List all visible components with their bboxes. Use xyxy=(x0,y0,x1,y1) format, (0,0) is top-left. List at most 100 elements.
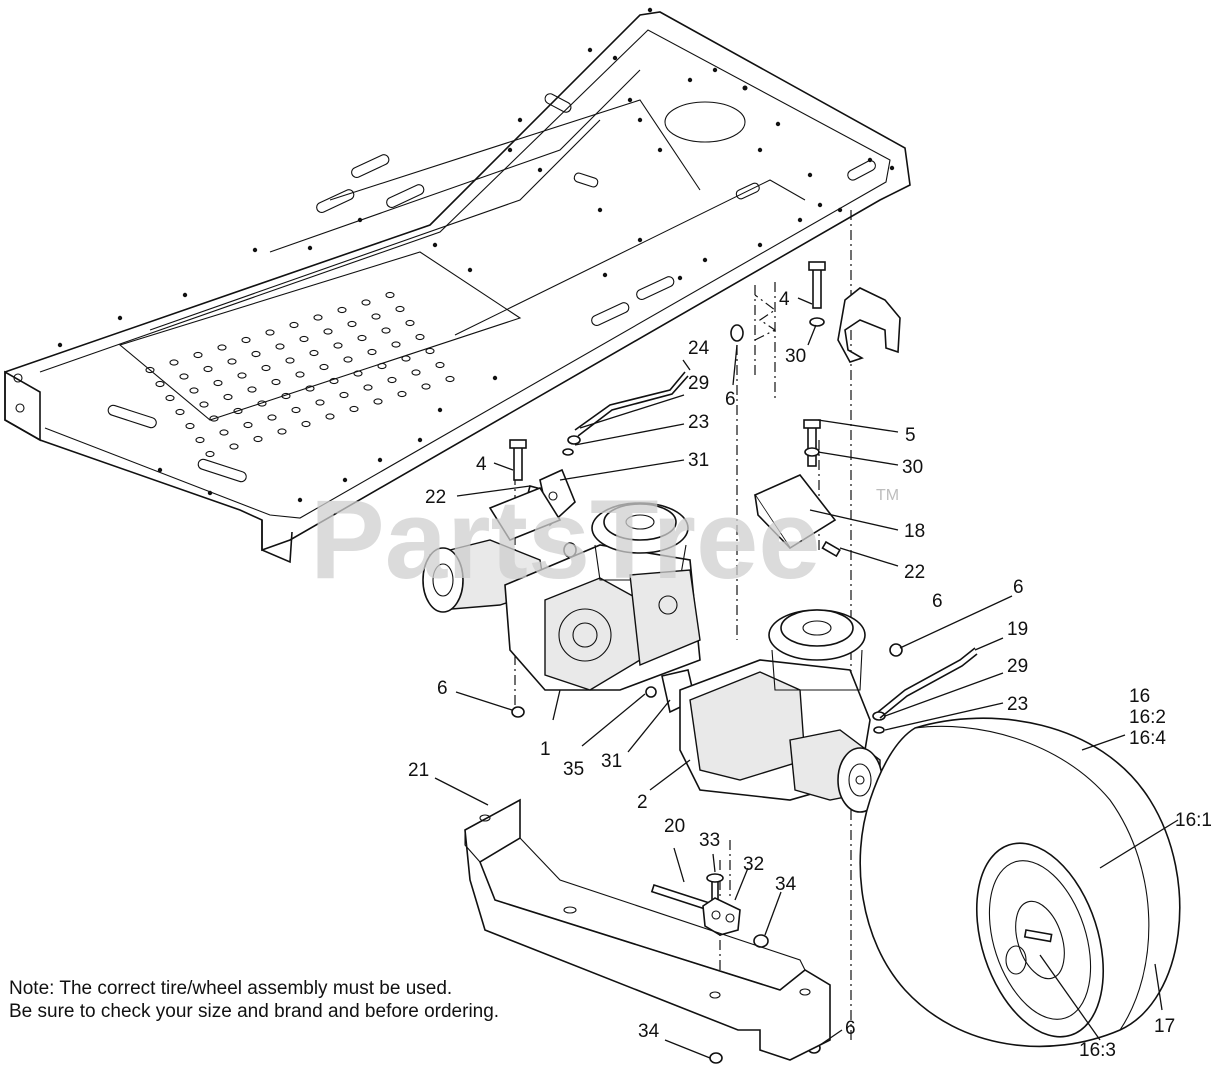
callout-label: 19 xyxy=(1007,619,1028,640)
perforation-hole xyxy=(213,379,223,387)
callout-label: 35 xyxy=(563,759,584,780)
floor-pan-perforations xyxy=(145,291,455,458)
perforation-hole xyxy=(435,361,445,369)
perforation-hole xyxy=(425,347,435,355)
perforation-hole xyxy=(175,408,185,416)
callout-label: 22 xyxy=(904,562,925,583)
perforation-hole xyxy=(385,291,395,299)
perforation-hole xyxy=(445,375,455,383)
perforation-hole xyxy=(329,377,339,385)
frame-holes xyxy=(57,7,895,503)
perforation-hole xyxy=(179,373,189,380)
perforation-hole xyxy=(203,365,213,373)
perforation-hole xyxy=(165,394,175,402)
perforation-hole xyxy=(349,405,359,413)
perforation-hole xyxy=(223,393,233,401)
perforation-hole xyxy=(199,401,209,408)
callout-label: 34 xyxy=(775,874,797,895)
perforation-hole xyxy=(247,386,257,393)
ordering-note: Note: The correct tire/wheel assembly mu… xyxy=(9,977,629,1023)
perforation-hole xyxy=(237,372,247,379)
callout-label: 16:4 xyxy=(1129,728,1166,749)
perforation-hole xyxy=(227,358,237,365)
perforation-hole xyxy=(357,334,367,342)
perforation-hole xyxy=(309,349,319,357)
perforation-hole xyxy=(367,348,377,356)
callout-label: 21 xyxy=(408,760,429,781)
transmission-right xyxy=(679,609,883,813)
callout-label: 23 xyxy=(1007,694,1028,715)
perforation-hole xyxy=(401,355,411,362)
callout-label: 6 xyxy=(437,678,448,699)
perforation-hole xyxy=(219,429,229,436)
perforation-hole xyxy=(267,414,277,421)
perforation-hole xyxy=(185,422,195,430)
callout-label: 2 xyxy=(637,792,648,813)
perforation-hole xyxy=(313,314,323,321)
perforation-hole xyxy=(305,385,315,392)
perforation-hole xyxy=(347,320,357,328)
perforation-hole xyxy=(209,415,219,422)
callout-label: 1 xyxy=(540,739,551,760)
callout-label: 24 xyxy=(688,338,710,359)
callout-label: 32 xyxy=(743,854,764,875)
perforation-hole xyxy=(323,328,333,335)
callout-label: 23 xyxy=(688,412,709,433)
perforation-hole xyxy=(271,378,281,386)
chassis-frame xyxy=(4,11,911,564)
perforation-hole xyxy=(315,399,325,406)
perforation-hole xyxy=(361,299,371,306)
perforation-hole xyxy=(373,398,383,405)
callout-label: 16:1 xyxy=(1175,810,1212,831)
perforation-hole xyxy=(217,344,227,351)
perforation-hole xyxy=(261,364,271,372)
perforation-hole xyxy=(343,356,353,363)
watermark-trademark: TM xyxy=(876,487,899,504)
perforation-hole xyxy=(291,406,301,414)
callout-label: 34 xyxy=(638,1021,660,1042)
perforation-hole xyxy=(371,313,381,320)
callout-label: 6 xyxy=(1013,577,1024,598)
perforation-hole xyxy=(405,319,415,327)
callout-label: 22 xyxy=(425,487,446,508)
callout-label: 16:3 xyxy=(1079,1040,1116,1061)
hardware-bolts xyxy=(509,261,1167,1064)
perforation-hole xyxy=(243,421,253,429)
callout-label: 6 xyxy=(725,389,736,410)
perforation-hole xyxy=(339,391,349,399)
brackets xyxy=(488,287,901,936)
callout-label: 4 xyxy=(779,289,790,310)
perforation-hole xyxy=(155,380,165,388)
perforation-hole xyxy=(257,400,267,407)
perforation-hole xyxy=(319,363,329,371)
perforation-hole xyxy=(169,359,179,366)
callout-label: 5 xyxy=(905,425,916,446)
perforation-hole xyxy=(251,350,261,358)
perforation-hole xyxy=(193,351,203,359)
callout-label: 16 xyxy=(1129,686,1150,707)
callout-label: 33 xyxy=(699,830,720,851)
perforation-hole xyxy=(295,371,305,378)
perforation-hole xyxy=(289,321,299,329)
perforation-hole xyxy=(411,369,421,376)
note-line-1: Note: The correct tire/wheel assembly mu… xyxy=(9,978,453,999)
perforation-hole xyxy=(229,443,239,450)
perforation-hole xyxy=(415,333,425,341)
perforation-hole xyxy=(253,435,263,443)
perforation-hole xyxy=(277,428,287,435)
perforation-hole xyxy=(299,335,309,343)
callout-labels: 4 30 6 24 29 23 31 4 22 5 30 18 22 6 6 1… xyxy=(408,289,1212,1061)
callout-label: 4 xyxy=(476,454,487,475)
perforation-hole xyxy=(395,305,405,313)
perforation-hole xyxy=(205,450,215,458)
watermark: PartsTree TM xyxy=(310,477,899,602)
perforation-hole xyxy=(421,383,431,390)
callout-label: 20 xyxy=(664,816,685,837)
callout-label: 29 xyxy=(688,373,709,394)
perforation-hole xyxy=(333,342,343,349)
perforation-hole xyxy=(233,407,243,415)
callout-leaders xyxy=(434,297,1179,1059)
perforation-hole xyxy=(353,370,363,377)
perforation-hole xyxy=(363,384,373,391)
perforation-hole xyxy=(195,436,205,444)
